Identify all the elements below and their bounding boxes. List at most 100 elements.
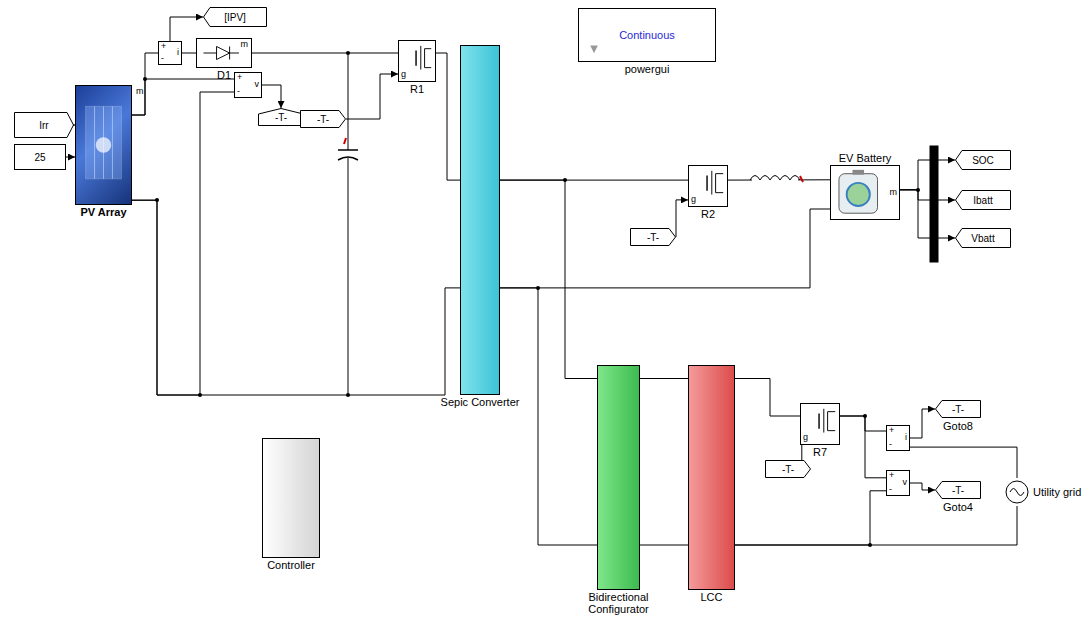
block-name: m bbox=[890, 188, 898, 198]
block-label: Continuous bbox=[579, 29, 715, 41]
block-name: g bbox=[803, 433, 808, 443]
signal-wire bbox=[840, 416, 886, 478]
switch-block: R7g bbox=[800, 403, 840, 445]
block-shape bbox=[598, 366, 639, 589]
measurement-block: + - v bbox=[886, 470, 910, 496]
block-name: D1 bbox=[217, 69, 231, 81]
goto-tag: [IPV] bbox=[203, 7, 267, 27]
block-shape bbox=[461, 46, 499, 394]
block-name: - bbox=[161, 54, 164, 64]
signal-wire bbox=[735, 491, 886, 545]
block-label: -T- bbox=[935, 485, 981, 496]
signal-wire bbox=[500, 209, 830, 288]
demux-bar bbox=[930, 146, 938, 262]
block-name: - bbox=[889, 485, 892, 495]
from-tag: -T- bbox=[300, 110, 346, 128]
switch-block: R1g bbox=[398, 40, 436, 82]
block-label: Vbatt bbox=[955, 233, 1011, 244]
pv-array-block: PV Array bbox=[75, 85, 132, 205]
signal-wire bbox=[900, 190, 955, 200]
block-name: g bbox=[691, 195, 696, 205]
capacitor-wire bbox=[348, 53, 349, 150]
block-name: + bbox=[237, 73, 242, 83]
block-name: + bbox=[889, 426, 894, 436]
block-name: v bbox=[903, 478, 908, 488]
signal-wire bbox=[500, 288, 597, 545]
block-name: R2 bbox=[701, 208, 715, 220]
block-name: - bbox=[237, 87, 240, 97]
signal-wire bbox=[910, 409, 935, 438]
signal-wire bbox=[182, 53, 196, 54]
signal-wire bbox=[910, 483, 935, 490]
block-name: PV Array bbox=[80, 206, 126, 218]
block-name: g bbox=[401, 70, 406, 80]
polarity-mark bbox=[800, 176, 803, 182]
controller-block: Controller bbox=[262, 438, 320, 558]
block-name: EV Battery bbox=[839, 152, 892, 164]
block-name: i bbox=[177, 48, 179, 58]
block-name: + bbox=[161, 42, 166, 52]
block-name: Goto8 bbox=[943, 420, 973, 432]
block-shape bbox=[76, 86, 131, 204]
block-name: powergui bbox=[625, 63, 670, 75]
lcc-block: LCC bbox=[688, 365, 735, 590]
signal-wire bbox=[900, 160, 955, 190]
goto-tag: -T- bbox=[258, 108, 304, 126]
signal-wire bbox=[262, 85, 281, 108]
signal-wire bbox=[910, 447, 1017, 478]
block-name: Bidirectional Configurator bbox=[579, 591, 659, 615]
polarity-mark bbox=[344, 138, 346, 144]
block-label: SOC bbox=[955, 155, 1011, 166]
block-label: -T- bbox=[630, 232, 676, 243]
signal-wire bbox=[900, 190, 955, 238]
goto-tag: Ibatt bbox=[955, 190, 1011, 210]
block-name: R7 bbox=[813, 446, 827, 458]
block-name: + bbox=[889, 471, 894, 481]
goto-tag: -T-Goto4 bbox=[935, 481, 981, 499]
measurement-block: + - v bbox=[234, 72, 262, 98]
ac-source: Utility grid bbox=[1005, 478, 1029, 506]
block-shape bbox=[831, 166, 899, 219]
block-label: Irr bbox=[14, 120, 74, 131]
signal-wire bbox=[735, 379, 800, 417]
block-label: 25 bbox=[15, 152, 65, 163]
block-name: - bbox=[889, 440, 892, 450]
block-shape bbox=[1005, 478, 1029, 506]
block-label: -T- bbox=[765, 464, 811, 475]
capacitor-wire bbox=[348, 158, 349, 395]
capacitor-plate bbox=[338, 149, 358, 151]
block-label: -T- bbox=[935, 404, 981, 415]
block-shape bbox=[689, 366, 734, 589]
block-name: LCC bbox=[700, 591, 722, 603]
constant-block: 25 bbox=[14, 144, 66, 170]
diode-block: mD1 bbox=[196, 38, 252, 68]
signal-wire bbox=[436, 53, 460, 180]
block-label: -T- bbox=[300, 114, 346, 125]
block-label: Ibatt bbox=[955, 195, 1011, 206]
port-label: m bbox=[136, 86, 144, 96]
block-name: R1 bbox=[410, 83, 424, 95]
block-name: v bbox=[255, 80, 260, 90]
goto-tag: -T-Goto8 bbox=[935, 400, 981, 418]
signal-wire bbox=[132, 79, 234, 115]
inductor-symbol bbox=[750, 176, 800, 181]
signal-wire bbox=[132, 92, 234, 395]
switch-block: R2g bbox=[688, 165, 728, 207]
block-label: -T- bbox=[258, 112, 304, 123]
configurator-block: Bidirectional Configurator bbox=[597, 365, 640, 590]
converter-block: Sepic Converter bbox=[460, 45, 500, 395]
signal-wire bbox=[640, 545, 688, 546]
block-name: Controller bbox=[267, 559, 315, 571]
measurement-block: + i - bbox=[158, 41, 182, 65]
signal-wire bbox=[132, 200, 460, 395]
signal-wire bbox=[640, 378, 688, 379]
goto-tag: Vbatt bbox=[955, 228, 1011, 248]
battery-block: EV Batterym bbox=[830, 165, 900, 220]
block-name: Sepic Converter bbox=[440, 396, 520, 408]
measurement-block: +i- bbox=[886, 425, 910, 451]
signal-wire bbox=[676, 200, 688, 237]
from-tag: -T- bbox=[630, 228, 676, 246]
